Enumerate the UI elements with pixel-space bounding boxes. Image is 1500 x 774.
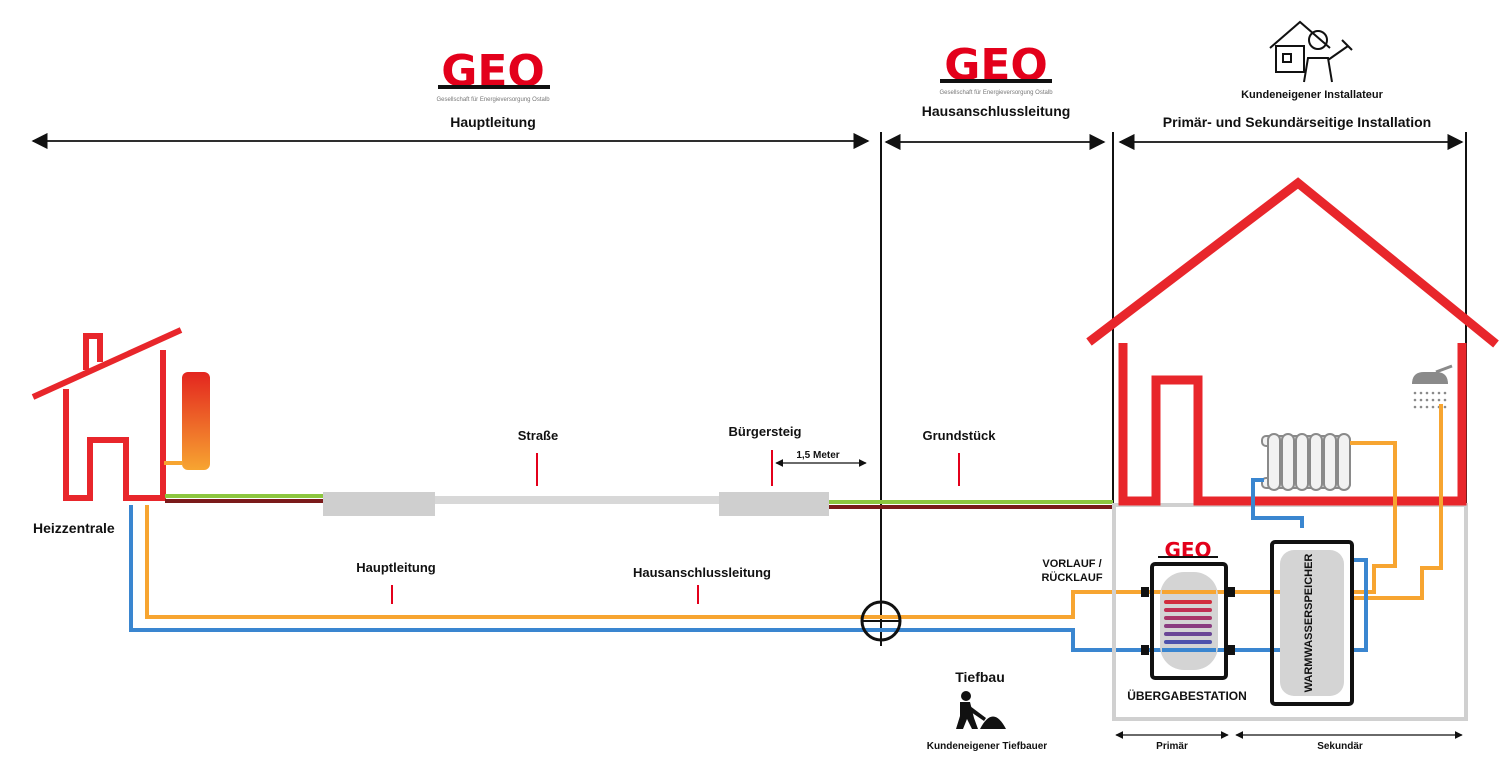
section-main-line-label: Hauptleitung [450, 114, 536, 130]
customer-house [1086, 177, 1499, 506]
geo-logo-connection: GEO Gesellschaft für Energieversorgung O… [939, 40, 1053, 96]
pipe-main-line-label: Hauptleitung [356, 560, 435, 575]
flow-label: VORLAUF / [1042, 558, 1101, 570]
return-label: RÜCKLAUF [1041, 571, 1102, 584]
heating-plant [31, 327, 183, 501]
property-label: Grundstück [923, 428, 997, 443]
house-walls [1118, 343, 1467, 506]
road-curb-right [719, 492, 829, 516]
civil-works-title: Tiefbau [955, 669, 1005, 685]
radiator-return-pipe [1251, 478, 1304, 528]
logo-tagline: Gesellschaft für Energieversorgung Ostal… [436, 97, 550, 103]
transfer-station: GEO [1141, 538, 1235, 680]
plant-walls [63, 350, 166, 501]
shower-supply-pipe [1352, 404, 1443, 600]
plant-storage-tank [182, 372, 210, 470]
plant-roof [31, 327, 183, 400]
sidewalk-width-label: 1,5 Meter [796, 450, 839, 461]
shower-icon [1412, 364, 1453, 409]
section-installation-label: Primär- und Sekundärseitige Installation [1163, 114, 1431, 130]
transfer-station-label: ÜBERGABESTATION [1127, 688, 1247, 703]
heating-plant-label: Heizzentrale [33, 520, 115, 536]
digger-icon [956, 691, 1006, 729]
logo-tagline: Gesellschaft für Energieversorgung Ostal… [939, 90, 1053, 96]
hot-water-tank-label: WARMWASSERSPEICHER [1303, 554, 1315, 693]
street-label: Straße [518, 428, 558, 443]
radiator-icon [1261, 433, 1351, 491]
secondary-label: Sekundär [1317, 741, 1363, 752]
supply-pipe [145, 505, 1280, 619]
installer-icon [1269, 20, 1353, 83]
section-connection-label: Hausanschlussleitung [922, 103, 1071, 119]
pipe-connection-label: Hausanschlussleitung [633, 565, 771, 580]
civil-works-contractor-label: Kundeneigener Tiefbauer [927, 741, 1048, 752]
house-roof [1086, 177, 1499, 348]
installer-label: Kundeneigener Installateur [1241, 89, 1384, 101]
hot-water-tank: WARMWASSERSPEICHER [1270, 540, 1354, 706]
plant-chimney [83, 333, 103, 370]
logo-text: GEO [441, 46, 545, 97]
station-logo-text: GEO [1164, 538, 1211, 562]
tank-return-pipe [1352, 558, 1368, 652]
geo-logo-main: GEO Gesellschaft für Energieversorgung O… [436, 46, 550, 103]
logo-text: GEO [944, 40, 1048, 91]
road-curb-left [323, 492, 435, 516]
sidewalk-label: Bürgersteig [729, 424, 802, 439]
radiator-supply-pipe [1350, 441, 1397, 594]
primary-label: Primär [1156, 741, 1188, 752]
